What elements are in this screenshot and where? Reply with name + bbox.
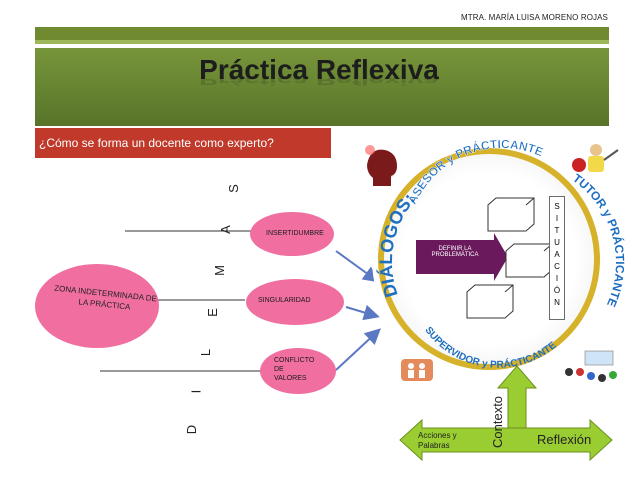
title-band xyxy=(35,48,609,126)
situacion-letter: T xyxy=(554,226,560,235)
definir-arrow xyxy=(416,233,508,281)
situacion-letter: N xyxy=(554,298,560,307)
situacion-letter: U xyxy=(554,238,560,247)
arrow-singularidad xyxy=(345,304,380,321)
definir-label: DEFINIR LA PROBLEMÁTICA xyxy=(431,246,479,258)
green-arrow-up xyxy=(496,365,538,429)
family-icon xyxy=(401,359,433,381)
page-title: Práctica Reflexiva xyxy=(199,54,439,85)
situacion-letter: C xyxy=(554,262,560,271)
situacion-column: S I T U A C I Ó N xyxy=(549,196,565,320)
green-arrow-horizontal xyxy=(399,418,613,462)
situacion-letter: I xyxy=(555,214,559,223)
question-banner: ¿Cómo se forma un docente como experto? xyxy=(35,128,331,158)
acciones-label: Acciones y Palabras xyxy=(418,431,457,450)
author-name: MTRA. MARÍA LUISA MORENO ROJAS xyxy=(460,13,608,22)
situacion-letter: Ó xyxy=(553,286,561,295)
presenter-icon xyxy=(572,144,619,172)
dilemas-letter-l: L xyxy=(198,348,214,357)
dilemas-letter-d: D xyxy=(184,424,200,435)
dilemas-letter-m: M xyxy=(211,265,227,276)
zone-ellipse xyxy=(35,264,159,348)
dilemas-letter-a: A xyxy=(217,225,233,234)
contexto-label: Contexto xyxy=(490,395,505,448)
issue-insertidumbre-label: INSERTIDUMBRE xyxy=(266,230,324,237)
header-band-highlight xyxy=(35,40,609,44)
issue-conflicto-label: CONFLICTO DE VALORES xyxy=(274,357,315,382)
situacion-letter: S xyxy=(554,202,560,211)
cube-middle xyxy=(505,243,553,278)
arrow-conflicto xyxy=(335,328,381,371)
situacion-letter: A xyxy=(554,250,560,259)
cube-top xyxy=(487,197,535,232)
issue-singularidad-label: SINGULARIDAD xyxy=(258,297,311,304)
dilemas-letter-e: E xyxy=(204,308,220,317)
thinking-head-icon xyxy=(365,145,397,186)
issue-conflicto: CONFLICTO DE VALORES xyxy=(260,348,336,394)
reflexion-label: Reflexión xyxy=(537,432,592,447)
dilemas-letter-s: S xyxy=(225,184,241,193)
issue-singularidad: SINGULARIDAD xyxy=(246,279,344,325)
dilemas-letter-i: I xyxy=(188,389,204,394)
header-band xyxy=(35,27,609,40)
situacion-letter: I xyxy=(555,274,559,283)
arrow-insertidumbre xyxy=(335,250,380,283)
classroom-icon xyxy=(565,350,617,382)
cube-bottom xyxy=(466,284,514,319)
issue-insertidumbre: INSERTIDUMBRE xyxy=(250,212,334,256)
